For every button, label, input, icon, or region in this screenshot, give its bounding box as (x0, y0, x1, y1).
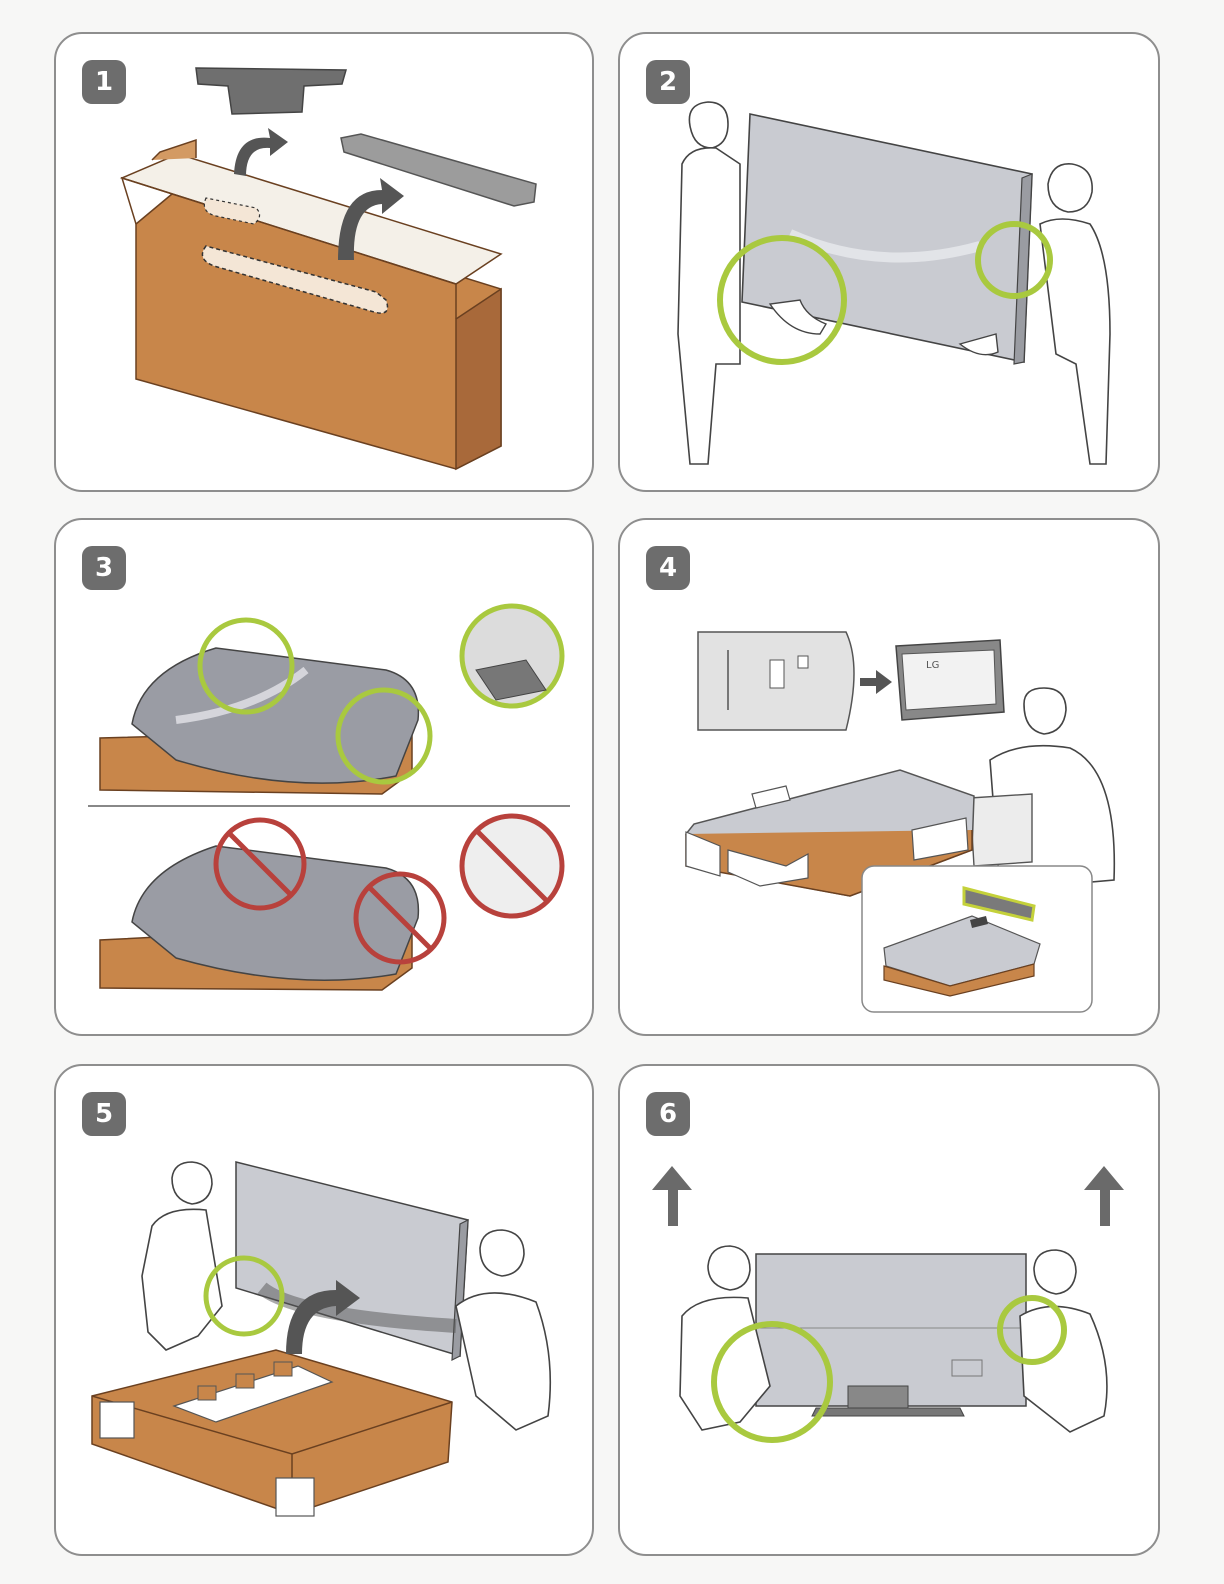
step-panel-5: 5 (54, 1064, 594, 1556)
lift-arrow-up-icon (652, 1166, 692, 1226)
remove-box-and-documents-illustration: LG (620, 520, 1158, 1034)
two-people-lift-tv-illustration (620, 34, 1158, 490)
step-panel-1: 1 (54, 32, 594, 492)
stand-tv-upright-illustration (56, 1066, 592, 1554)
lift-arrow-up-icon (1084, 1166, 1124, 1226)
prohibited-circle-icon (462, 816, 562, 916)
curved-arrow-icon (234, 128, 288, 176)
lift-tv-out-illustration (620, 1066, 1158, 1554)
step-panel-2: 2 (618, 32, 1160, 492)
remove-protective-film-illustration (56, 520, 592, 1034)
box-label: LG (926, 660, 939, 671)
step-panel-6: 6 (618, 1064, 1160, 1556)
step-panel-4: 4 LG (618, 518, 1160, 1036)
step-panel-3: 3 (54, 518, 594, 1036)
right-arrow-icon (860, 670, 892, 694)
unbox-accessories-illustration (56, 34, 592, 490)
